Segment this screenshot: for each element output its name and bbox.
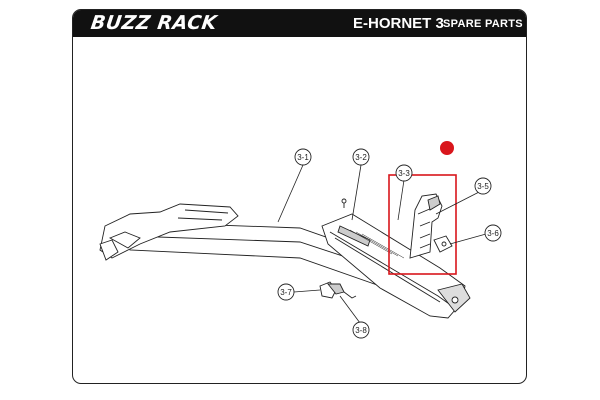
callout-3-5: 3-5: [474, 177, 492, 195]
callout-3-7: 3-7: [277, 283, 295, 301]
callout-3-8: 3-8: [352, 321, 370, 339]
leader-lines: [277, 164, 487, 324]
callout-3-6: 3-6: [484, 224, 502, 242]
location-marker-dot: [440, 141, 454, 155]
callout-3-2: 3-2: [352, 148, 370, 166]
callout-label: 3-5: [477, 182, 489, 191]
strap-clamp-part: [319, 281, 357, 299]
callout-3-1: 3-1: [294, 148, 312, 166]
wheel-holder-arm-part: [409, 193, 443, 259]
bracket-part: [433, 235, 453, 253]
callout-label: 3-1: [297, 153, 309, 162]
callout-label: 3-6: [487, 229, 499, 238]
callout-label: 3-3: [398, 169, 410, 178]
highlight-box: [388, 174, 457, 275]
callout-label: 3-7: [280, 288, 292, 297]
callout-3-3: 3-3: [395, 164, 413, 182]
callout-label: 3-8: [355, 326, 367, 335]
screw-part: [341, 198, 347, 208]
callout-label: 3-2: [355, 153, 367, 162]
wheel-tray-part: [321, 213, 471, 319]
